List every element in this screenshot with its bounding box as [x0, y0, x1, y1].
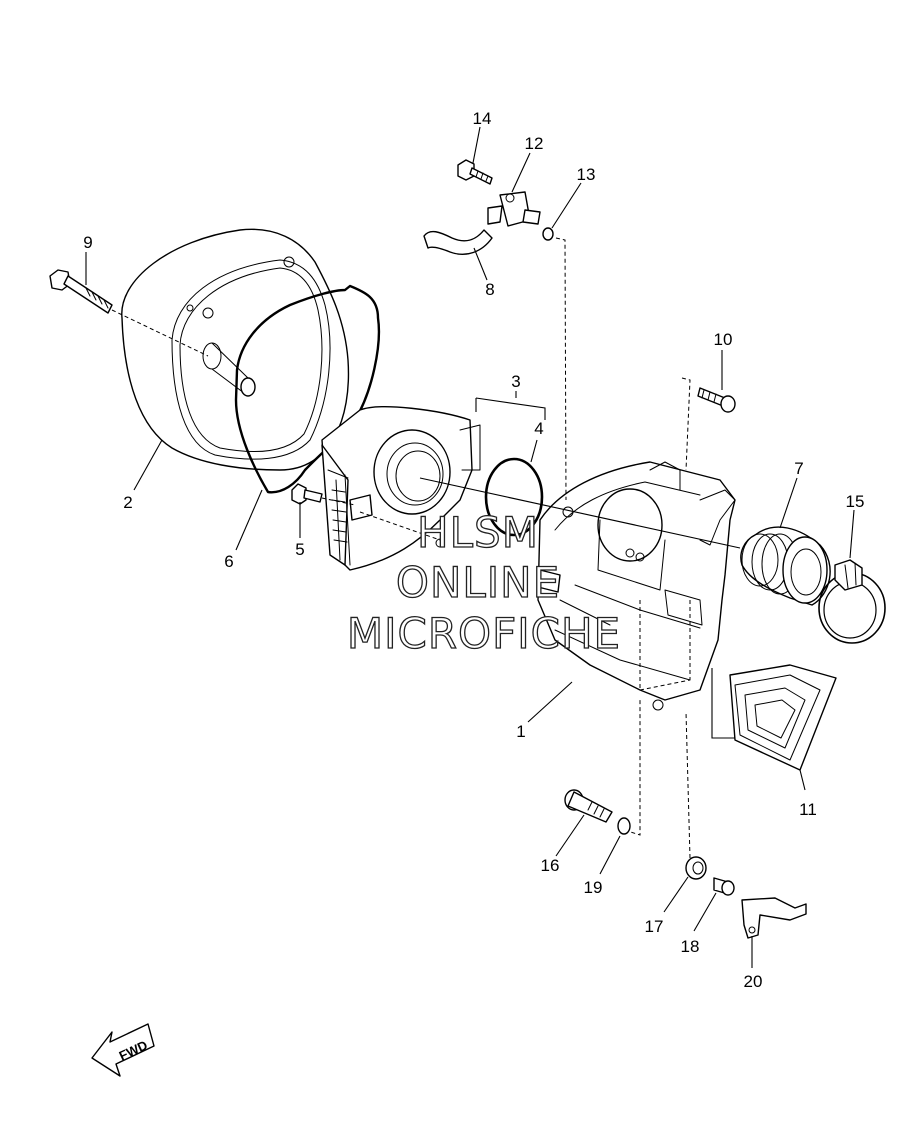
callout-3: 3: [511, 372, 520, 391]
part-9-bolt: [49, 269, 209, 357]
callout-17: 17: [645, 917, 664, 936]
watermark-line-2: ONLINE: [396, 558, 560, 607]
part-10-screw: [697, 387, 736, 413]
fwd-arrow-icon: FWD: [91, 1023, 155, 1077]
part-5-screw: [291, 483, 356, 506]
callout-2: 2: [123, 493, 132, 512]
callout-15: 15: [846, 492, 865, 511]
watermark-line-3: MICROFICHE: [347, 609, 621, 658]
callout-1: 1: [516, 722, 525, 741]
part-18-collar: [713, 877, 735, 896]
callout-11: 11: [799, 800, 817, 819]
part-16-bolt: [564, 789, 613, 823]
watermark: HLSM ONLINE MICROFICHE: [346, 507, 621, 658]
guide-line-16-19: [617, 700, 641, 836]
part-11-duct: [711, 664, 837, 771]
part-12-joint: [487, 191, 541, 227]
part-2-cover: [121, 228, 350, 471]
part-15-clamp: [818, 559, 886, 644]
callout-4: 4: [534, 419, 543, 438]
callout-12: 12: [525, 134, 544, 153]
part-3-case: [321, 406, 481, 571]
part-4-oring: [484, 457, 544, 537]
axis-line-3: [419, 477, 741, 549]
callout-10: 10: [714, 330, 733, 349]
callout-16: 16: [541, 856, 560, 875]
watermark-line-1: HLSM: [417, 508, 539, 557]
leader-lines: [85, 126, 855, 968]
callout-14: 14: [473, 109, 492, 128]
part-14-screw: [457, 159, 493, 185]
axis-line-2: [359, 511, 441, 541]
part-6-gasket: [234, 284, 381, 494]
part-20-bracket: [741, 897, 807, 939]
callout-5: 5: [295, 540, 304, 559]
callout-7: 7: [794, 459, 803, 478]
part-1-body: [537, 461, 736, 711]
part-7-joint: [740, 526, 831, 606]
guide-line-13: [555, 237, 567, 501]
guide-line-10: [681, 377, 691, 471]
guide-line-17-18: [685, 711, 691, 859]
callout-6: 6: [224, 552, 233, 571]
callout-18: 18: [681, 937, 700, 956]
callout-20: 20: [744, 972, 763, 991]
callout-8: 8: [485, 280, 494, 299]
callout-19: 19: [584, 878, 603, 897]
part-17-grommet: [685, 856, 707, 880]
part-13-oring: [542, 227, 554, 241]
part-19-washer: [617, 817, 631, 835]
callout-9: 9: [83, 233, 92, 252]
part-8-hose: [423, 229, 493, 256]
callout-numbers: 1 2 3 4 5 6 7 8 9 10 11 12 13 14 15 16 1…: [83, 109, 864, 991]
callout-13: 13: [577, 165, 596, 184]
